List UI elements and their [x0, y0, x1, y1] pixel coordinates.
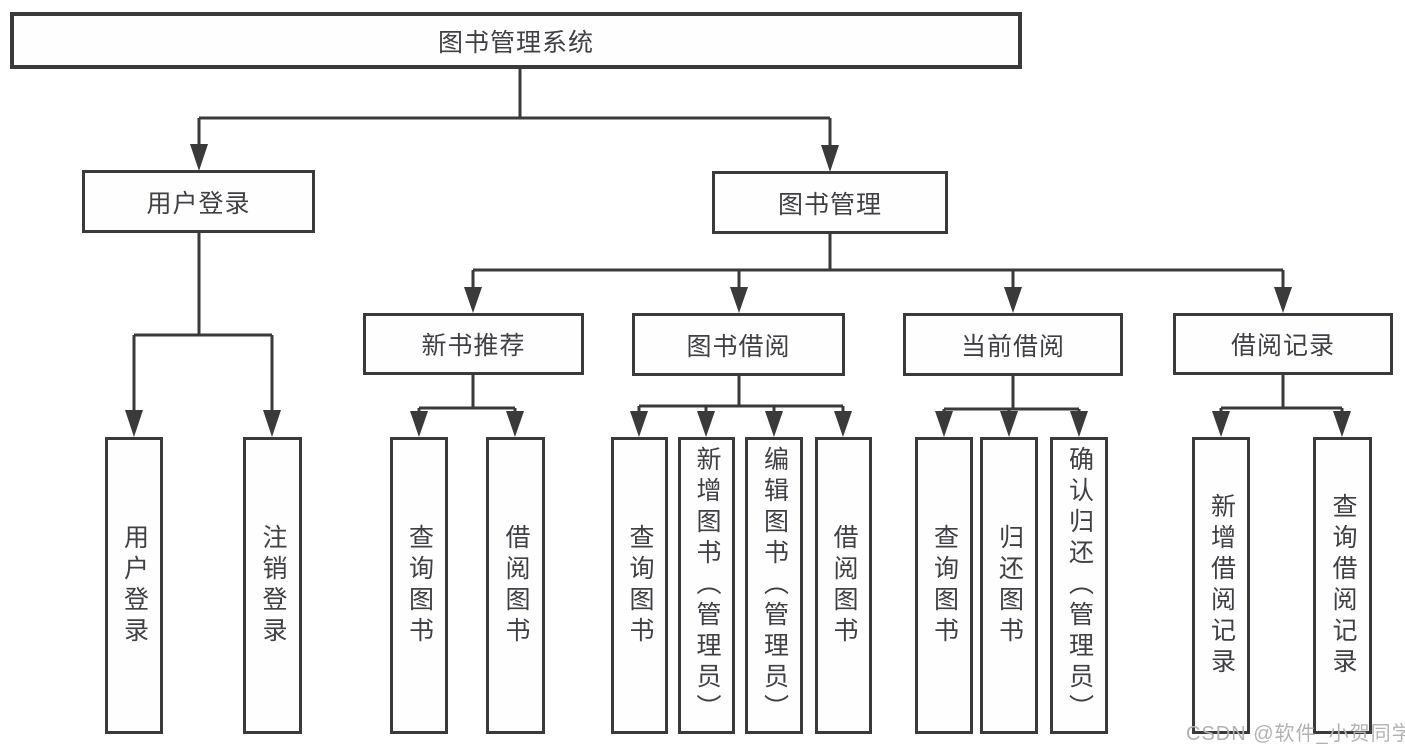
connector-borrow-records-to-children: [1212, 375, 1351, 437]
leaf-user-login: 用户登录: [105, 437, 163, 734]
leaf-recommend-query-books-label: 查询图书: [405, 523, 434, 648]
leaf-current-query-books-label: 查询图书: [930, 523, 959, 648]
leaf-borrow-add-books-admin: 新增图书（管理员）: [678, 437, 735, 734]
leaf-current-confirm-return-admin-label: 确认归还（管理员）: [1065, 446, 1094, 725]
leaf-records-query-record: 查询借阅记录: [1313, 437, 1372, 734]
leaf-borrow-edit-books-admin: 编辑图书（管理员）: [745, 437, 803, 734]
leaf-records-add-record-label: 新增借阅记录: [1207, 492, 1236, 679]
leaf-current-query-books: 查询图书: [915, 437, 973, 734]
node-book-management: 图书管理: [712, 171, 948, 234]
leaf-records-add-record: 新增借阅记录: [1192, 437, 1250, 734]
leaf-borrow-edit-books-admin-label: 编辑图书（管理员）: [760, 446, 789, 725]
connector-root-to-level2: [190, 69, 839, 172]
leaf-recommend-query-books: 查询图书: [390, 437, 448, 734]
leaf-records-query-record-label: 查询借阅记录: [1329, 492, 1357, 679]
node-current-borrow-label: 当前借阅: [960, 332, 1065, 361]
node-borrow-records-label: 借阅记录: [1230, 332, 1335, 360]
leaf-logout-login: 注销登录: [243, 437, 302, 734]
node-user-login: 用户登录: [82, 170, 315, 233]
node-book-borrow: 图书借阅: [632, 313, 845, 376]
connector-book-management-to-level3: [464, 234, 1292, 313]
leaf-borrow-borrow-books: 借阅图书: [815, 437, 872, 734]
leaf-borrow-add-books-admin-label: 新增图书（管理员）: [693, 446, 721, 725]
node-user-login-label: 用户登录: [146, 189, 251, 218]
node-book-borrow-label: 图书借阅: [686, 332, 791, 361]
leaf-recommend-borrow-books: 借阅图书: [486, 437, 545, 734]
leaf-borrow-query-books-label: 查询图书: [626, 523, 654, 648]
watermark: CSDN @软件_小贺同学: [1186, 723, 1405, 745]
connector-current-borrow-to-children: [935, 376, 1088, 437]
leaf-current-return-books: 归还图书: [980, 437, 1038, 734]
leaf-current-return-books-label: 归还图书: [995, 523, 1024, 648]
leaf-borrow-query-books: 查询图书: [611, 437, 668, 734]
connector-book-borrow-to-children: [630, 376, 852, 437]
node-root: 图书管理系统: [10, 12, 1022, 69]
node-borrow-records: 借阅记录: [1173, 313, 1393, 375]
leaf-logout-login-label: 注销登录: [259, 523, 287, 648]
connector-user-login-to-children: [125, 233, 281, 437]
node-root-label: 图书管理系统: [437, 28, 594, 57]
leaf-recommend-borrow-books-label: 借阅图书: [502, 523, 530, 648]
leaf-current-confirm-return-admin: 确认归还（管理员）: [1050, 437, 1108, 734]
node-current-borrow: 当前借阅: [903, 313, 1123, 376]
node-book-management-label: 图书管理: [777, 190, 882, 219]
leaf-user-login-label: 用户登录: [120, 523, 149, 648]
leaf-borrow-borrow-books-label: 借阅图书: [830, 523, 858, 648]
node-new-book-recommend: 新书推荐: [363, 313, 584, 375]
node-new-book-recommend-label: 新书推荐: [421, 332, 526, 360]
connector-new-book-recommend-to-children: [410, 375, 524, 437]
